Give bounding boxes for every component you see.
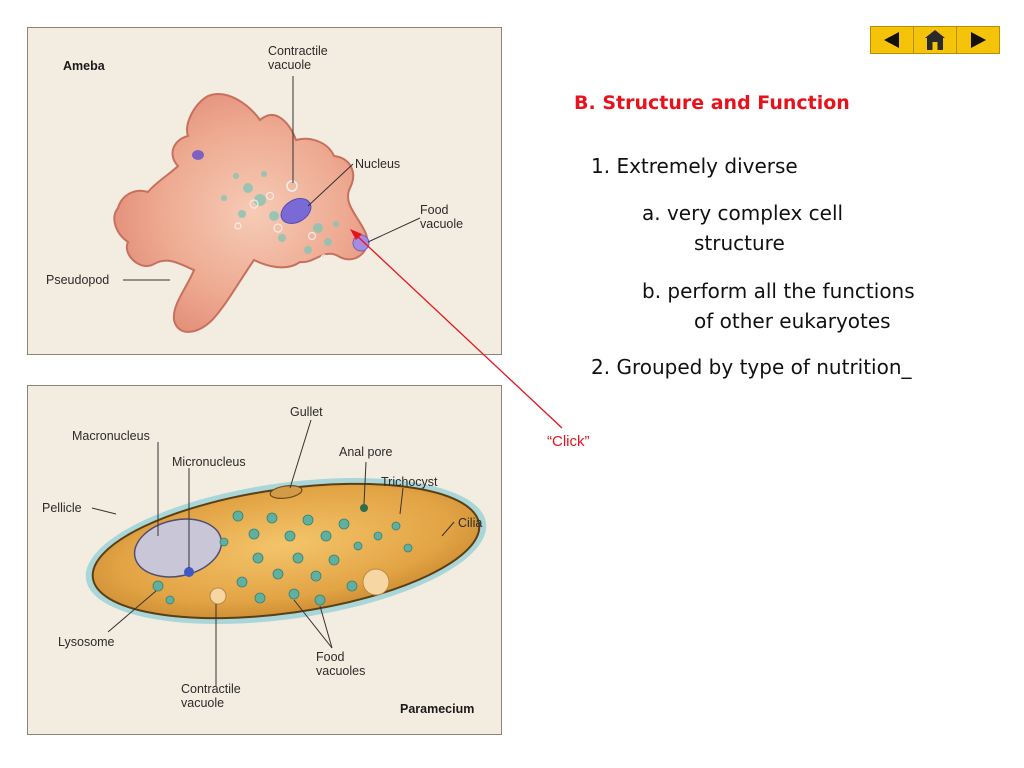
label-food-vacuoles-1: Food: [316, 650, 345, 664]
paramecium-leader-lines: [91, 419, 455, 686]
paramecium-food-vacuoles: [152, 510, 413, 606]
label-contractile-vacuole-2: vacuole: [181, 696, 224, 710]
home-icon: [925, 30, 945, 50]
paramecium-anal-pore: [360, 504, 368, 512]
label-food-vacuoles-2: vacuoles: [316, 664, 365, 678]
previous-slide-button[interactable]: [870, 26, 914, 54]
ameba-nucleus: [280, 198, 312, 224]
triangle-left-icon: [884, 32, 899, 48]
label-trichocyst: Trichocyst: [381, 475, 438, 489]
label-food-vacuole-1: Food: [420, 203, 449, 217]
click-link[interactable]: “Click”: [547, 433, 590, 450]
paramecium-gullet: [269, 485, 303, 499]
label-anal-pore: Anal pore: [339, 445, 393, 459]
ameba-diagram-panel: Ameba Contractile vacuole Nucleus Food v…: [27, 27, 502, 355]
ameba-vacuoles: [234, 191, 328, 262]
paramecium-title: Paramecium: [400, 702, 474, 716]
paramecium-diagram-panel: Gullet Macronucleus Micronucleus Anal po…: [27, 385, 502, 735]
point-1a-line2: structure: [694, 231, 785, 255]
ameba-granules: [221, 171, 339, 254]
label-contractile-vacuole-1: Contractile: [268, 44, 328, 58]
ameba-title: Ameba: [63, 59, 106, 73]
home-button[interactable]: [913, 26, 957, 54]
point-1a-line1: a. very complex cell: [642, 201, 844, 225]
point-1b-line1: b. perform all the functions: [642, 279, 915, 303]
paramecium-contractile-vacuole-right: [362, 568, 390, 596]
label-contractile-vacuole-1: Contractile: [181, 682, 241, 696]
label-cilia: Cilia: [458, 516, 482, 530]
label-micronucleus: Micronucleus: [172, 455, 246, 469]
triangle-right-icon: [971, 32, 986, 48]
ameba-contractile-vacuole: [286, 180, 298, 192]
label-food-vacuole-2: vacuole: [420, 217, 463, 231]
next-slide-button[interactable]: [956, 26, 1000, 54]
point-1b-line2: of other eukaryotes: [694, 309, 891, 333]
label-lysosome: Lysosome: [58, 635, 115, 649]
ameba-leader-lines: [123, 76, 421, 281]
label-contractile-vacuole-2: vacuole: [268, 58, 311, 72]
point-1: 1. Extremely diverse: [591, 154, 798, 178]
label-pseudopod: Pseudopod: [46, 273, 109, 287]
paramecium-contractile-vacuole-left: [209, 587, 227, 605]
point-2: 2. Grouped by type of nutrition_: [591, 355, 912, 379]
ameba-small-vacuole: [192, 150, 204, 160]
label-gullet: Gullet: [290, 405, 323, 419]
ameba-illustration: Ameba Contractile vacuole Nucleus Food v…: [46, 44, 463, 333]
paramecium-illustration: Gullet Macronucleus Micronucleus Anal po…: [42, 405, 487, 716]
slide-heading: B. Structure and Function: [574, 92, 850, 114]
label-pellicle: Pellicle: [42, 501, 82, 515]
label-nucleus: Nucleus: [355, 157, 400, 171]
label-macronucleus: Macronucleus: [72, 429, 150, 443]
paramecium-micronucleus: [184, 567, 194, 577]
